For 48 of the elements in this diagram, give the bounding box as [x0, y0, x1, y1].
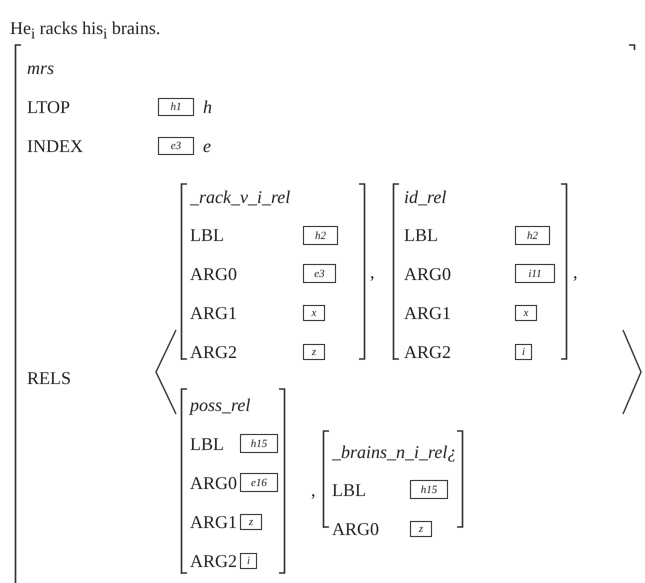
feature-name: RELS — [27, 367, 72, 389]
coindex-tag: e16 — [240, 473, 278, 492]
coindex-tag: i — [240, 553, 257, 569]
feature-name: ARG0 — [404, 263, 452, 285]
coindex-tag: e3 — [303, 264, 336, 283]
coindex-tag: h15 — [410, 480, 448, 499]
list-separator: , — [370, 261, 374, 283]
list-separator: , — [311, 479, 316, 501]
coindex-tag: i — [515, 344, 532, 360]
feature-name: INDEX — [27, 135, 83, 157]
feature-value: h — [203, 96, 212, 118]
coindex-tag: x — [303, 305, 325, 321]
feature-name: ARG1 — [190, 302, 238, 324]
feature-name: ARG0 — [332, 518, 380, 540]
feature-name: LBL — [190, 224, 224, 246]
coindex-tag: h15 — [240, 434, 278, 453]
coindex-tag: h2 — [303, 226, 338, 245]
feature-name: LBL — [332, 479, 366, 501]
type-name: _brains_n_i_rel¿ — [332, 441, 456, 463]
feature-matrix — [180, 388, 286, 574]
coindex-tag: h1 — [158, 98, 194, 116]
feature-matrix — [14, 44, 636, 583]
example-sentence: He$_{i}$ racks his$_{i}$ brains. — [10, 17, 160, 45]
type-name: poss_rel — [190, 394, 250, 416]
coindex-tag: z — [240, 514, 262, 530]
feature-name: ARG0 — [190, 263, 238, 285]
feature-name: LBL — [404, 224, 438, 246]
feature-matrix — [180, 183, 366, 360]
coindex-tag: e3 — [158, 137, 194, 155]
feature-name: ARG2 — [190, 341, 238, 363]
feature-name: ARG1 — [190, 511, 238, 533]
feature-name: ARG1 — [404, 302, 452, 324]
type-name: mrs — [27, 57, 54, 79]
type-name: _rack_v_i_rel — [190, 186, 290, 208]
coindex-tag: z — [410, 521, 432, 537]
feature-matrix — [392, 183, 568, 360]
coindex-tag: i11 — [515, 264, 555, 283]
feature-name: ARG2 — [190, 550, 238, 572]
type-name: id_rel — [404, 186, 446, 208]
coindex-tag: h2 — [515, 226, 550, 245]
coindex-tag: z — [303, 344, 325, 360]
list-separator: , — [573, 261, 578, 283]
feature-name: LTOP — [27, 96, 70, 118]
feature-name: ARG2 — [404, 341, 452, 363]
feature-value: e — [203, 135, 211, 157]
feature-name: ARG0 — [190, 472, 238, 494]
coindex-tag: x — [515, 305, 537, 321]
feature-name: LBL — [190, 433, 224, 455]
